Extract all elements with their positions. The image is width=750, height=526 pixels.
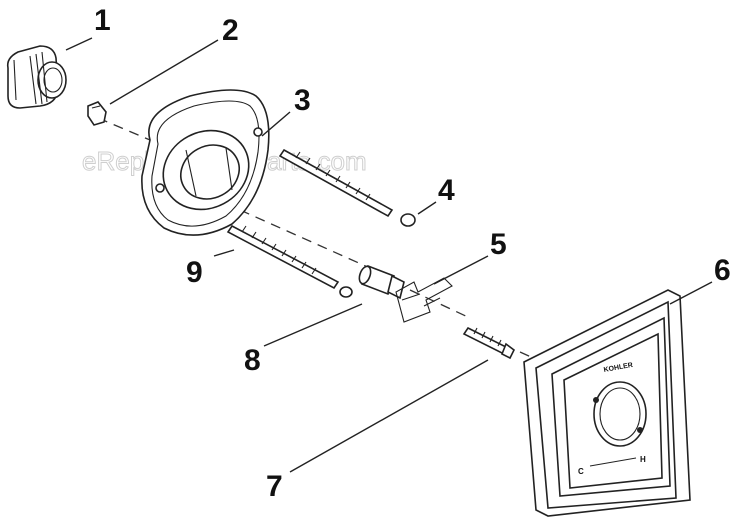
dial-label-cold: C [578,467,584,476]
callout-6: 6 [714,254,731,287]
callout-2: 2 [222,14,239,47]
assembly-axis-line [97,117,561,371]
part-7-mounting-screw [462,326,516,360]
callout-3: 3 [294,84,311,117]
part-5-retaining-clip [395,277,453,323]
part-3-back-plate [141,89,270,236]
callout-9: 9 [186,256,203,289]
callout-8: 8 [244,344,261,377]
callout-4: 4 [438,174,455,207]
part-4-nut [400,213,416,227]
callout-5: 5 [490,228,507,261]
part-2-insert-nut [87,101,107,126]
part-long-screw-upper [278,148,394,218]
part-1-threaded-adapter [6,45,67,109]
part-6-trim-plate: KOHLER C H [523,289,691,517]
part-9-long-screw [226,224,353,298]
callout-7: 7 [266,470,283,503]
leader-lines [65,37,713,473]
callout-1: 1 [94,4,111,37]
part-8-stem-cartridge [358,264,405,300]
dial-label-hot: H [640,455,646,464]
